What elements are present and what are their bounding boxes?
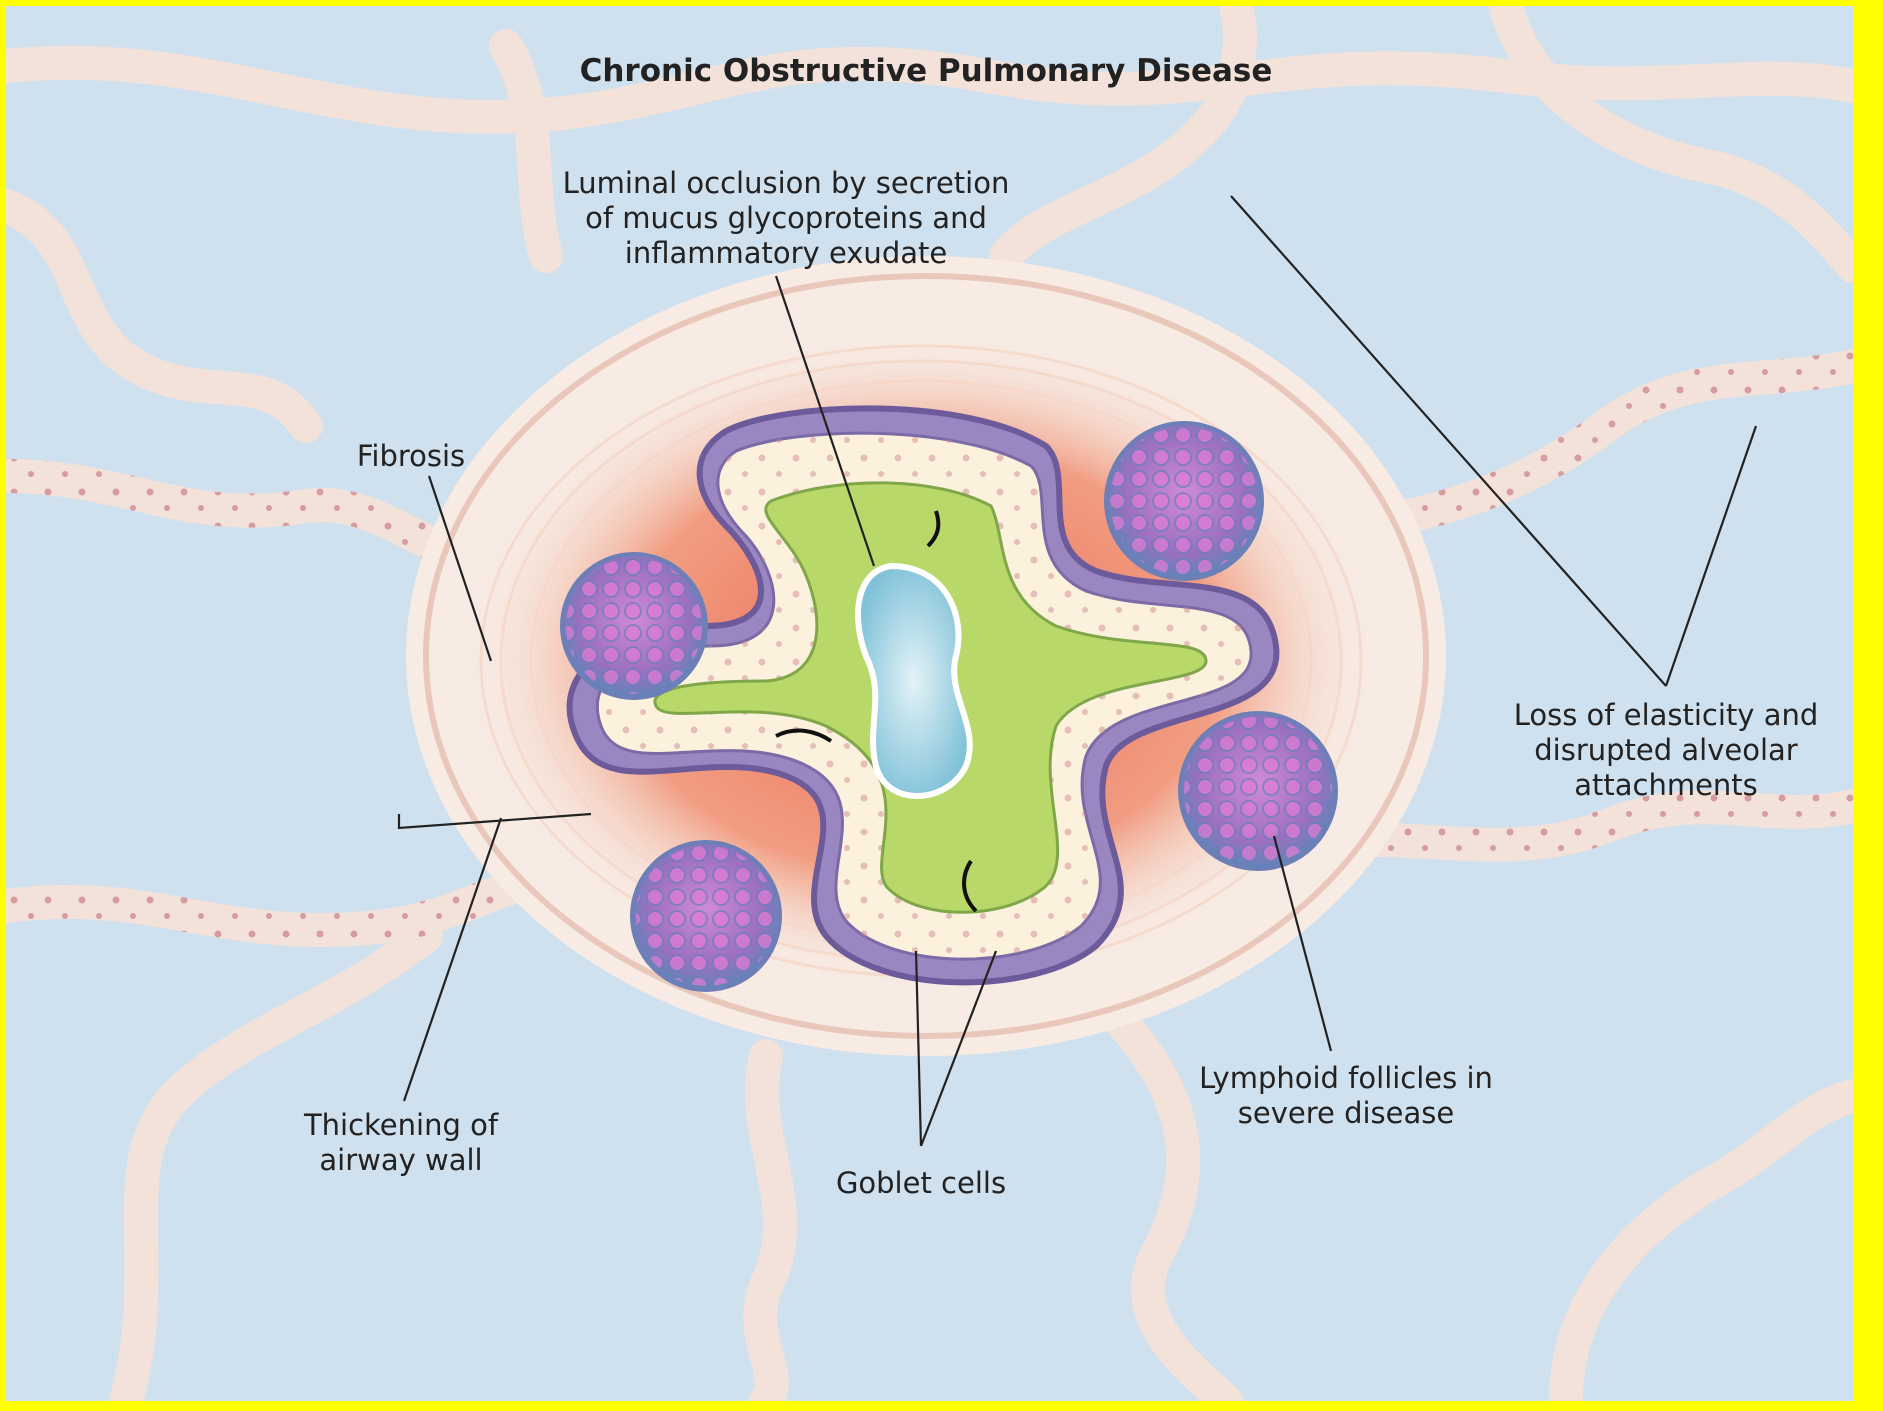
label-goblet-cells: Goblet cells — [796, 1166, 1046, 1201]
label-loss-of-elasticity: Loss of elasticity and disrupted alveola… — [1486, 698, 1846, 803]
label-lymphoid-follicles: Lymphoid follicles in severe disease — [1156, 1061, 1536, 1131]
label-luminal-occlusion: Luminal occlusion by secretion of mucus … — [526, 166, 1046, 271]
label-thickening-airway-wall: Thickening of airway wall — [276, 1108, 526, 1178]
diagram-title: Chronic Obstructive Pulmonary Disease — [526, 54, 1326, 89]
leader-elasticity-2 — [1666, 426, 1756, 686]
label-fibrosis: Fibrosis — [326, 439, 496, 474]
